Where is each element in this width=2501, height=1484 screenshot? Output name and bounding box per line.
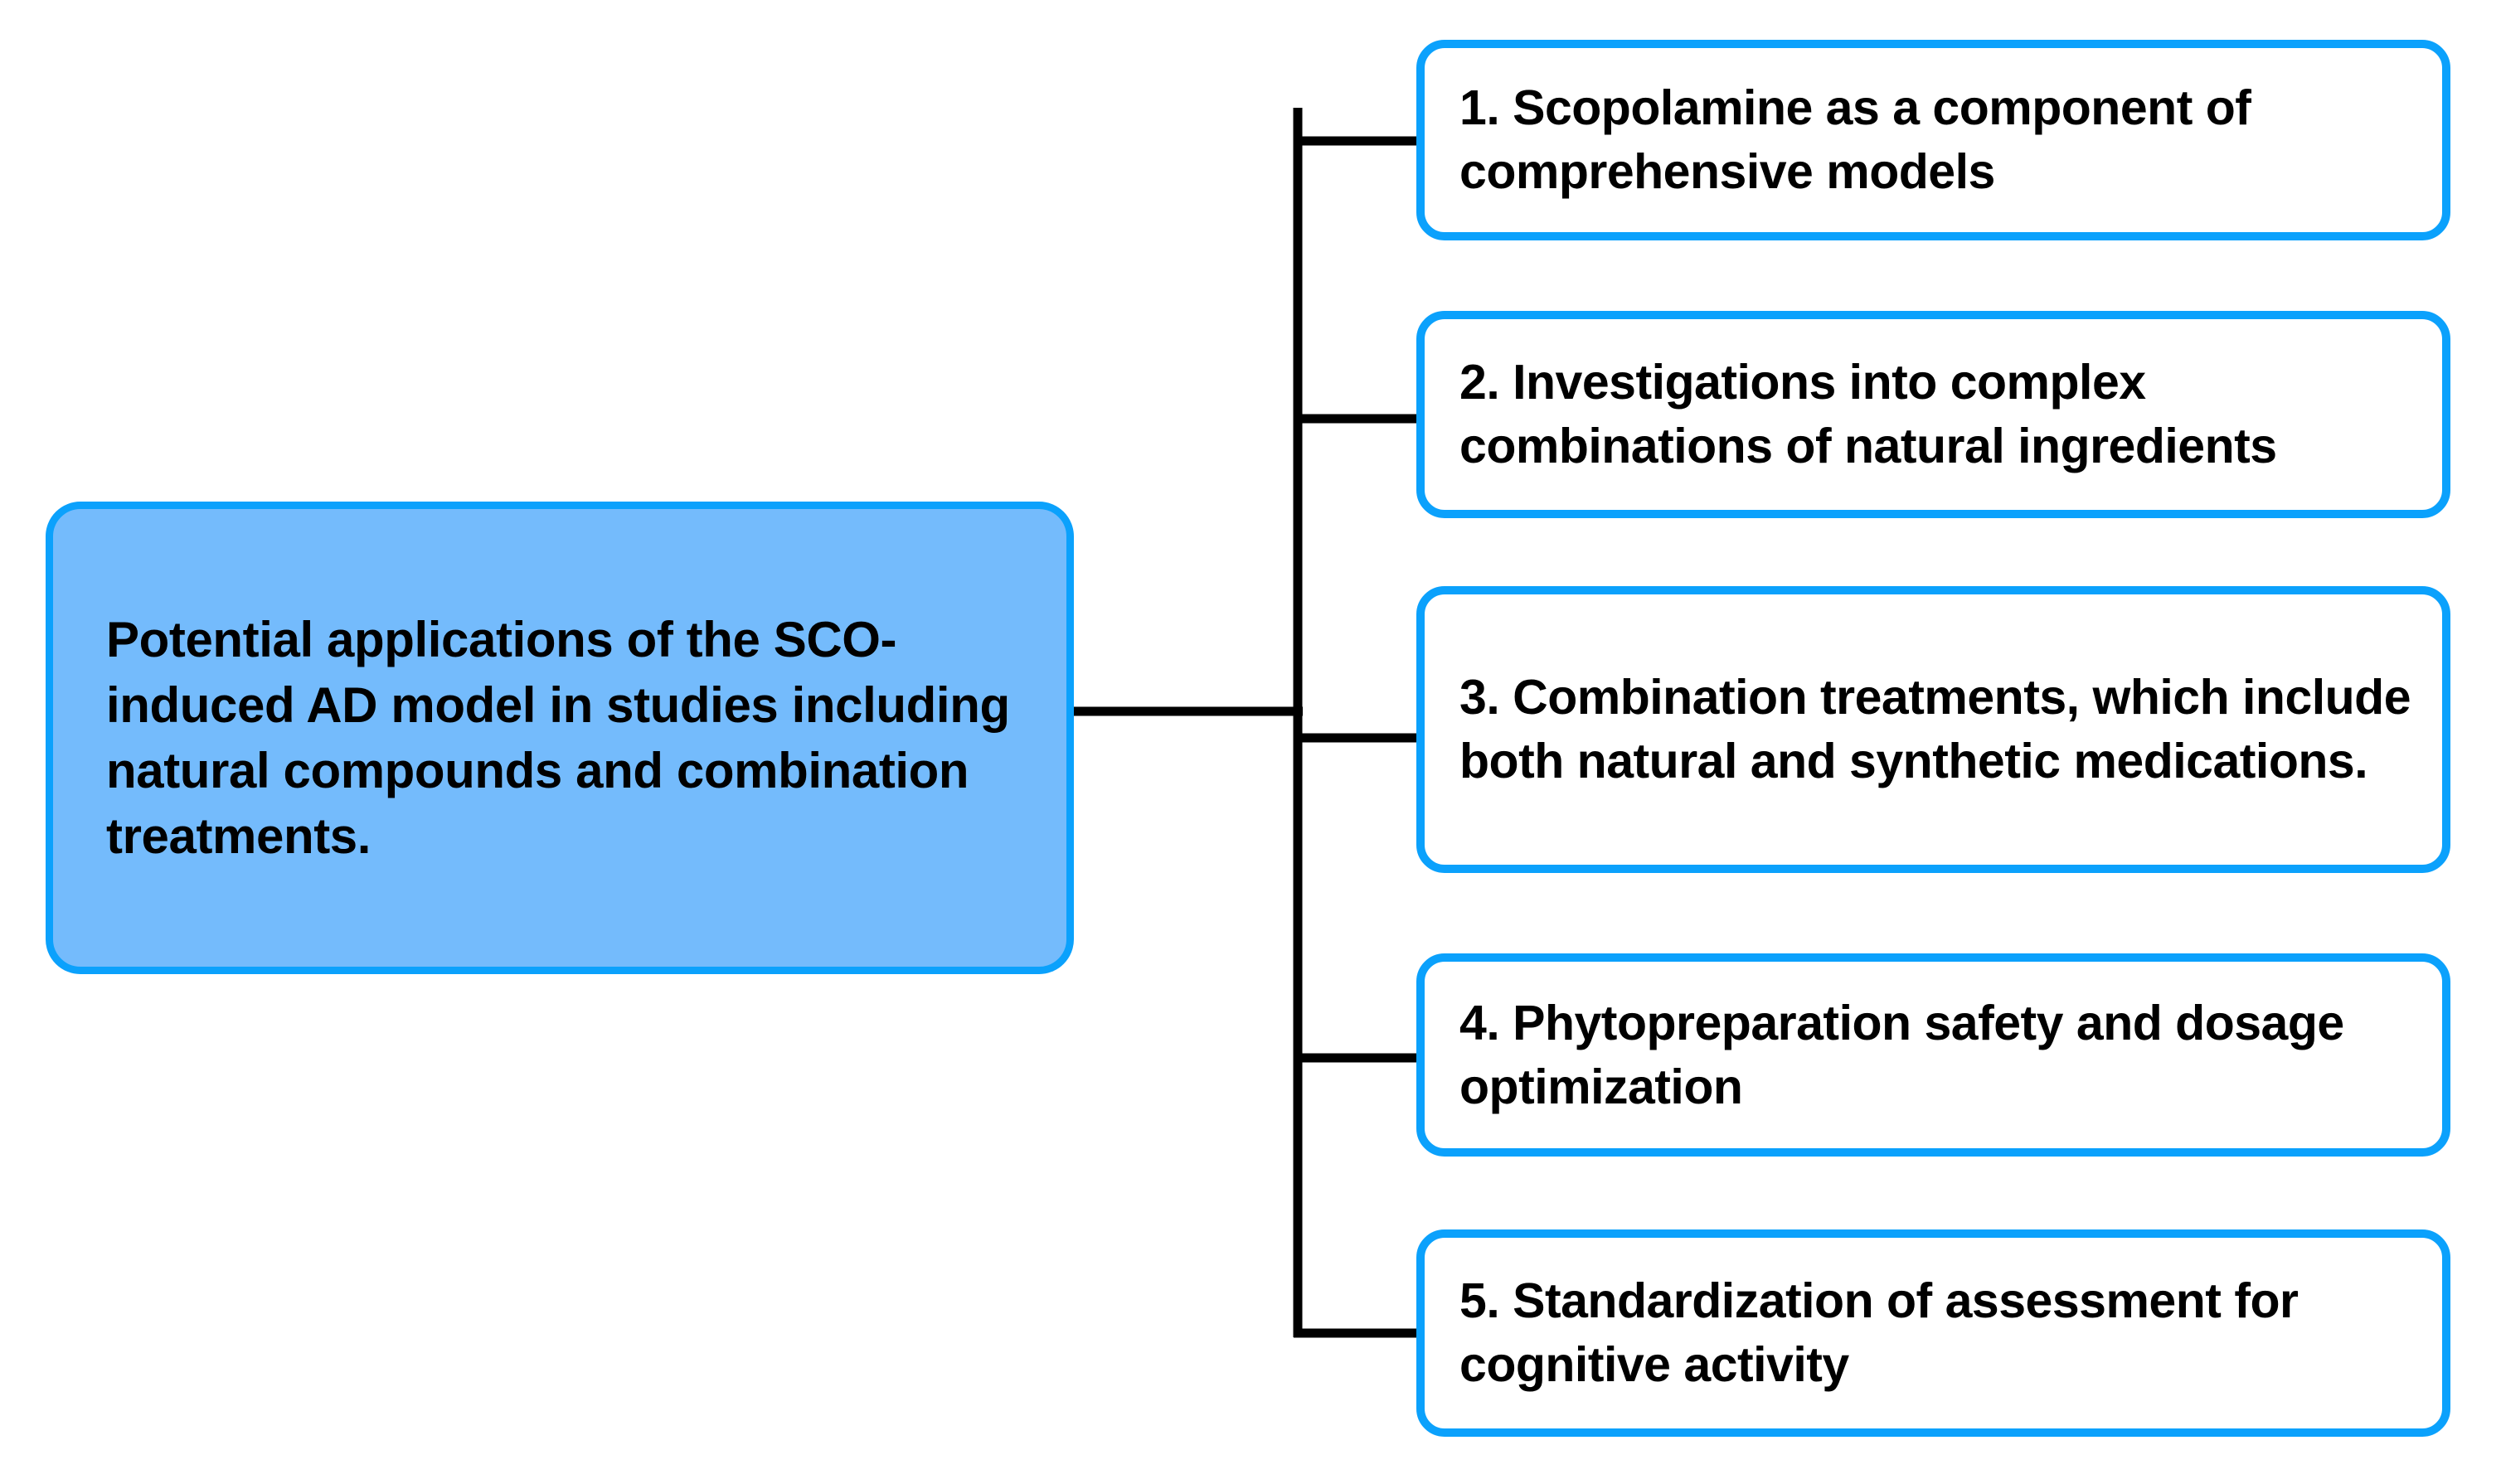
root-node-label: Potential applications of the SCO-induce… bbox=[106, 611, 1010, 865]
branch-node-2[interactable]: 2. Investigations into complex combinati… bbox=[1416, 311, 2450, 518]
branch-node-3-label: 3. Combination treatments, which include… bbox=[1459, 670, 2411, 788]
branch-node-4[interactable]: 4. Phytopreparation safety and dosage op… bbox=[1416, 953, 2450, 1157]
root-node[interactable]: Potential applications of the SCO-induce… bbox=[46, 502, 1074, 974]
branch-node-4-label: 4. Phytopreparation safety and dosage op… bbox=[1459, 995, 2344, 1114]
branch-node-5-label: 5. Standardization of assessment for cog… bbox=[1459, 1273, 2299, 1392]
branch-node-1-label: 1. Scopolamine as a component of compreh… bbox=[1459, 80, 2251, 199]
branch-node-2-label: 2. Investigations into complex combinati… bbox=[1459, 355, 2277, 473]
branch-node-3[interactable]: 3. Combination treatments, which include… bbox=[1416, 586, 2450, 873]
branch-node-1[interactable]: 1. Scopolamine as a component of compreh… bbox=[1416, 40, 2450, 240]
branch-node-5[interactable]: 5. Standardization of assessment for cog… bbox=[1416, 1229, 2450, 1437]
